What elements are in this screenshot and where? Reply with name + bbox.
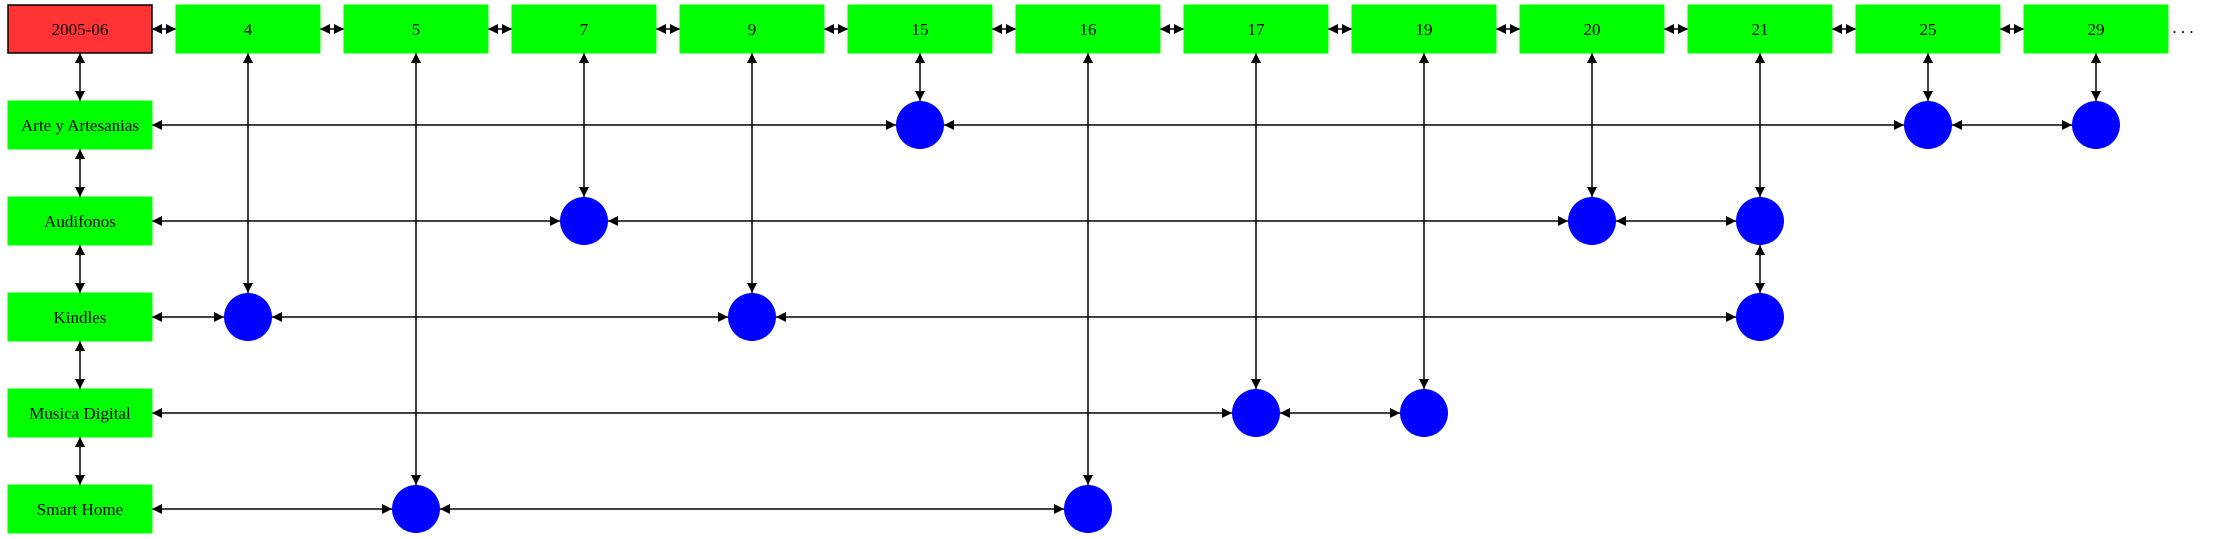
column-box-21: 21 bbox=[1687, 4, 1833, 54]
column-box-29-label: 29 bbox=[2088, 20, 2105, 39]
column-box-9-label: 9 bbox=[748, 20, 757, 39]
column-box-15: 15 bbox=[847, 4, 993, 54]
node-r1-c20 bbox=[1568, 197, 1616, 245]
column-box-29: 29 bbox=[2023, 4, 2169, 54]
column-box-4-label: 4 bbox=[244, 20, 253, 39]
column-box-20-rect bbox=[1519, 4, 1665, 54]
node-r0-c15 bbox=[896, 101, 944, 149]
row-box-1: Audifonos bbox=[7, 196, 153, 246]
row-box-1-label: Audifonos bbox=[44, 212, 116, 231]
node-r2-c21 bbox=[1736, 293, 1784, 341]
row-box-4: Smart Home bbox=[7, 484, 153, 534]
row-box-0-label: Arte y Artesanias bbox=[21, 116, 139, 135]
row-box-0: Arte y Artesanias bbox=[7, 100, 153, 150]
row-box-2: Kindles bbox=[7, 292, 153, 342]
node-r3-c17 bbox=[1232, 389, 1280, 437]
column-box-4-rect bbox=[175, 4, 321, 54]
column-box-5-label: 5 bbox=[412, 20, 421, 39]
node-r3-c19 bbox=[1400, 389, 1448, 437]
column-box-19-rect bbox=[1351, 4, 1497, 54]
column-box-19-label: 19 bbox=[1416, 20, 1433, 39]
column-box-25-label: 25 bbox=[1920, 20, 1937, 39]
node-r4-c5 bbox=[392, 485, 440, 533]
edges-layer bbox=[75, 24, 2101, 514]
column-box-21-rect bbox=[1687, 4, 1833, 54]
column-box-5: 5 bbox=[343, 4, 489, 54]
column-box-25-rect bbox=[1855, 4, 2001, 54]
column-box-15-rect bbox=[847, 4, 993, 54]
row-box-2-rect bbox=[7, 292, 153, 342]
column-box-16-label: 16 bbox=[1080, 20, 1097, 39]
corner-box: 2005-06 bbox=[7, 4, 153, 54]
column-box-15-label: 15 bbox=[912, 20, 929, 39]
node-r1-c7 bbox=[560, 197, 608, 245]
more-indicator: . . . bbox=[2172, 18, 2193, 37]
column-box-7: 7 bbox=[511, 4, 657, 54]
column-box-25: 25 bbox=[1855, 4, 2001, 54]
column-box-20: 20 bbox=[1519, 4, 1665, 54]
column-box-17: 17 bbox=[1183, 4, 1329, 54]
node-r4-c16 bbox=[1064, 485, 1112, 533]
column-box-21-label: 21 bbox=[1752, 20, 1769, 39]
column-box-7-rect bbox=[511, 4, 657, 54]
column-box-17-label: 17 bbox=[1248, 20, 1266, 39]
column-box-9-rect bbox=[679, 4, 825, 54]
column-box-9: 9 bbox=[679, 4, 825, 54]
column-box-7-label: 7 bbox=[580, 20, 589, 39]
row-box-4-rect bbox=[7, 484, 153, 534]
column-box-19: 19 bbox=[1351, 4, 1497, 54]
column-box-16-rect bbox=[1015, 4, 1161, 54]
row-box-0-rect bbox=[7, 100, 153, 150]
node-r2-c4 bbox=[224, 293, 272, 341]
column-box-5-rect bbox=[343, 4, 489, 54]
nodes-layer bbox=[224, 101, 2120, 533]
column-box-29-rect bbox=[2023, 4, 2169, 54]
row-box-3: Musica Digital bbox=[7, 388, 153, 438]
node-r0-c25 bbox=[1904, 101, 1952, 149]
column-box-4: 4 bbox=[175, 4, 321, 54]
corner-box-label: 2005-06 bbox=[52, 20, 109, 39]
node-r2-c9 bbox=[728, 293, 776, 341]
row-box-3-label: Musica Digital bbox=[29, 404, 131, 423]
node-r1-c21 bbox=[1736, 197, 1784, 245]
row-box-1-rect bbox=[7, 196, 153, 246]
corner-box-rect bbox=[7, 4, 153, 54]
row-box-4-label: Smart Home bbox=[37, 500, 123, 519]
row-box-3-rect bbox=[7, 388, 153, 438]
column-box-16: 16 bbox=[1015, 4, 1161, 54]
row-box-2-label: Kindles bbox=[54, 308, 107, 327]
node-r0-c29 bbox=[2072, 101, 2120, 149]
column-box-17-rect bbox=[1183, 4, 1329, 54]
column-box-20-label: 20 bbox=[1584, 20, 1601, 39]
